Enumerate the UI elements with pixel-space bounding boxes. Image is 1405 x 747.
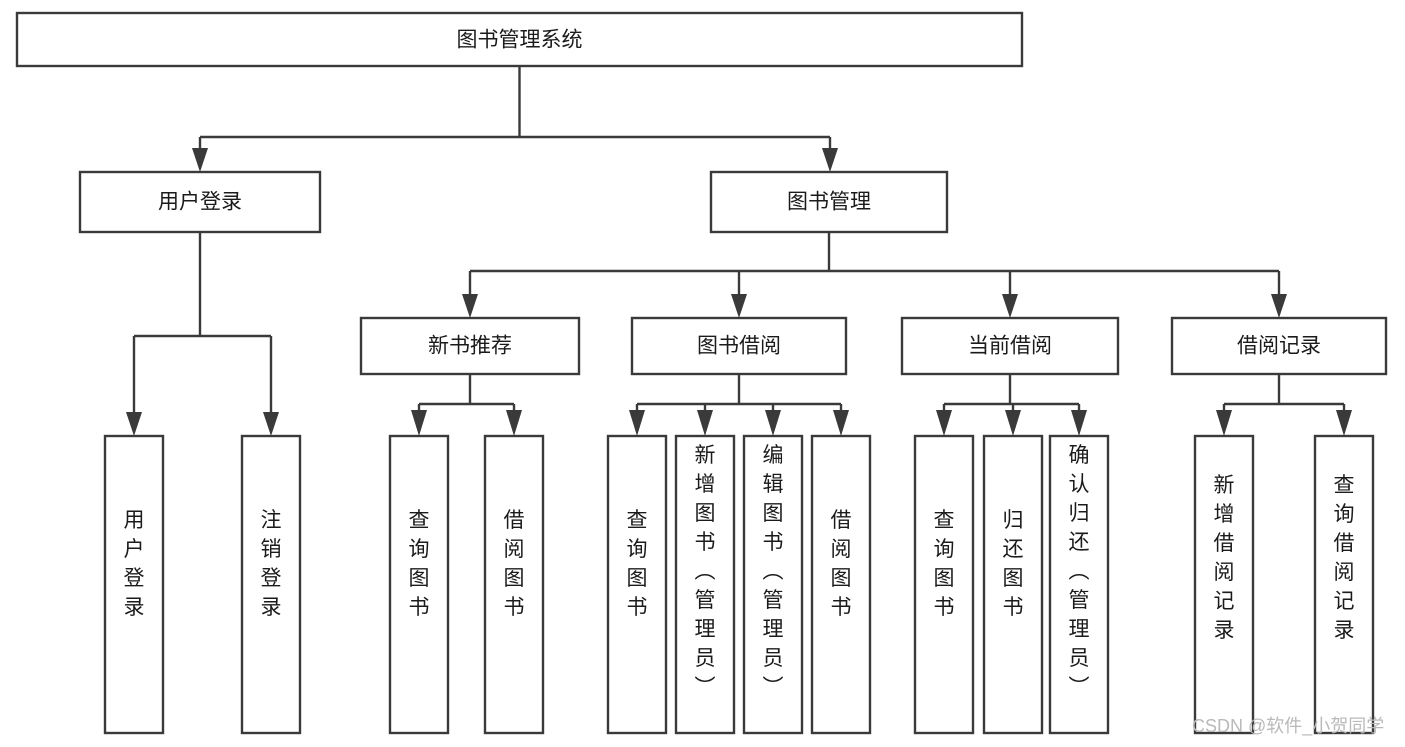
node-leaf-query-book-current-box[interactable] — [913, 434, 975, 735]
node-leaf-add-borrow-record[interactable]: 新增借阅记录 — [1193, 434, 1255, 735]
node-leaf-add-book-admin-label: 新增图书︵管理员︶ — [695, 444, 716, 699]
arrowhead-leaf-add-borrow-record — [1216, 410, 1232, 436]
arrowhead-leaf-query-borrow-record — [1336, 410, 1352, 436]
node-leaf-borrow-book[interactable]: 借阅图书 — [810, 434, 872, 735]
node-leaf-borrow-book-label: 借阅图书 — [831, 509, 852, 619]
node-leaf-logout[interactable]: 注销登录 — [240, 434, 302, 735]
csdn-watermark: CSDN @软件_小贺同学 — [1192, 716, 1384, 737]
node-leaf-query-book-borrow-label: 查询图书 — [627, 509, 648, 619]
node-leaf-edit-book-admin[interactable]: 编辑图书︵管理员︶ — [742, 434, 804, 735]
node-leaf-query-borrow-record-box[interactable] — [1313, 434, 1375, 735]
node-borrow-record-box[interactable] — [1170, 316, 1388, 376]
arrowhead-leaf-logout — [263, 412, 279, 436]
node-leaf-return-book-label: 归还图书 — [1003, 509, 1024, 619]
node-user-login-box[interactable] — [78, 170, 322, 234]
node-root-box[interactable] — [15, 11, 1024, 68]
arrowhead-leaf-add-book-admin — [697, 410, 713, 436]
connector-layer — [126, 66, 1352, 436]
node-leaf-borrow-book-box[interactable] — [810, 434, 872, 735]
arrowhead-leaf-query-book-current — [936, 410, 952, 436]
arrowhead-leaf-user-login — [126, 412, 142, 436]
node-new-book-recommend[interactable]: 新书推荐 — [359, 316, 581, 376]
node-borrow-record-label: 借阅记录 — [1237, 335, 1321, 358]
node-leaf-query-book-borrow[interactable]: 查询图书 — [606, 434, 668, 735]
node-leaf-add-borrow-record-box[interactable] — [1193, 434, 1255, 735]
node-root[interactable]: 图书管理系统 — [15, 11, 1024, 68]
arrowhead-user-login — [192, 148, 208, 172]
arrowhead-leaf-borrow-book — [833, 410, 849, 436]
node-new-book-recommend-box[interactable] — [359, 316, 581, 376]
node-leaf-borrow-book-recommend[interactable]: 借阅图书 — [483, 434, 545, 735]
arrowhead-book-borrow — [731, 294, 747, 318]
arrowhead-leaf-query-book-recommend — [411, 410, 427, 436]
arrowhead-leaf-confirm-return-admin — [1071, 410, 1087, 436]
node-leaf-add-book-admin[interactable]: 新增图书︵管理员︶ — [674, 434, 736, 735]
node-book-borrow[interactable]: 图书借阅 — [630, 316, 848, 376]
node-book-borrow-label: 图书借阅 — [697, 335, 781, 358]
node-current-borrow-label: 当前借阅 — [968, 335, 1052, 358]
node-leaf-query-borrow-record-label: 查询借阅记录 — [1334, 474, 1355, 642]
node-leaf-confirm-return-admin[interactable]: 确认归还︵管理员︶ — [1048, 434, 1110, 735]
arrowhead-book-manage — [822, 148, 838, 172]
node-leaf-query-book-recommend-label: 查询图书 — [409, 509, 430, 619]
node-leaf-query-book-current-label: 查询图书 — [934, 509, 955, 619]
node-leaf-add-book-admin-box[interactable] — [674, 434, 736, 735]
node-leaf-confirm-return-admin-label: 确认归还︵管理员︶ — [1069, 444, 1090, 699]
node-leaf-edit-book-admin-label: 编辑图书︵管理员︶ — [763, 444, 784, 699]
node-user-login[interactable]: 用户登录 — [78, 170, 322, 234]
node-current-borrow-box[interactable] — [900, 316, 1120, 376]
node-leaf-edit-book-admin-box[interactable] — [742, 434, 804, 735]
arrowhead-leaf-query-book-borrow — [629, 410, 645, 436]
node-leaf-user-login[interactable]: 用户登录 — [103, 434, 165, 735]
node-leaf-user-login-label: 用户登录 — [124, 509, 145, 619]
node-book-manage[interactable]: 图书管理 — [709, 170, 949, 234]
node-leaf-query-book-recommend-box[interactable] — [388, 434, 450, 735]
node-new-book-recommend-label: 新书推荐 — [428, 335, 512, 358]
node-leaf-logout-label: 注销登录 — [261, 509, 282, 619]
node-leaf-query-book-current[interactable]: 查询图书 — [913, 434, 975, 735]
node-book-manage-box[interactable] — [709, 170, 949, 234]
node-leaf-confirm-return-admin-box[interactable] — [1048, 434, 1110, 735]
node-leaf-user-login-box[interactable] — [103, 434, 165, 735]
node-user-login-label: 用户登录 — [158, 191, 242, 214]
node-borrow-record[interactable]: 借阅记录 — [1170, 316, 1388, 376]
node-leaf-return-book[interactable]: 归还图书 — [982, 434, 1044, 735]
arrowhead-leaf-borrow-book-recommend — [506, 410, 522, 436]
node-leaf-logout-box[interactable] — [240, 434, 302, 735]
node-leaf-borrow-book-recommend-label: 借阅图书 — [504, 509, 525, 619]
node-leaf-query-book-borrow-box[interactable] — [606, 434, 668, 735]
arrowhead-leaf-edit-book-admin — [765, 410, 781, 436]
node-root-label: 图书管理系统 — [457, 29, 583, 52]
node-leaf-query-book-recommend[interactable]: 查询图书 — [388, 434, 450, 735]
arrowhead-new-book-recommend — [462, 294, 478, 318]
node-book-borrow-box[interactable] — [630, 316, 848, 376]
node-leaf-return-book-box[interactable] — [982, 434, 1044, 735]
node-book-manage-label: 图书管理 — [787, 191, 871, 214]
arrowhead-borrow-record — [1271, 294, 1287, 318]
node-leaf-add-borrow-record-label: 新增借阅记录 — [1214, 474, 1235, 642]
arrowhead-leaf-return-book — [1005, 410, 1021, 436]
node-current-borrow[interactable]: 当前借阅 — [900, 316, 1120, 376]
node-leaf-query-borrow-record[interactable]: 查询借阅记录 — [1313, 434, 1375, 735]
arrowhead-current-borrow — [1002, 294, 1018, 318]
leaf-node-layer: 用户登录 注销登录 查询图书 借阅图书 查询图书 新增图书︵管理员︶ — [103, 434, 1375, 735]
node-leaf-borrow-book-recommend-box[interactable] — [483, 434, 545, 735]
